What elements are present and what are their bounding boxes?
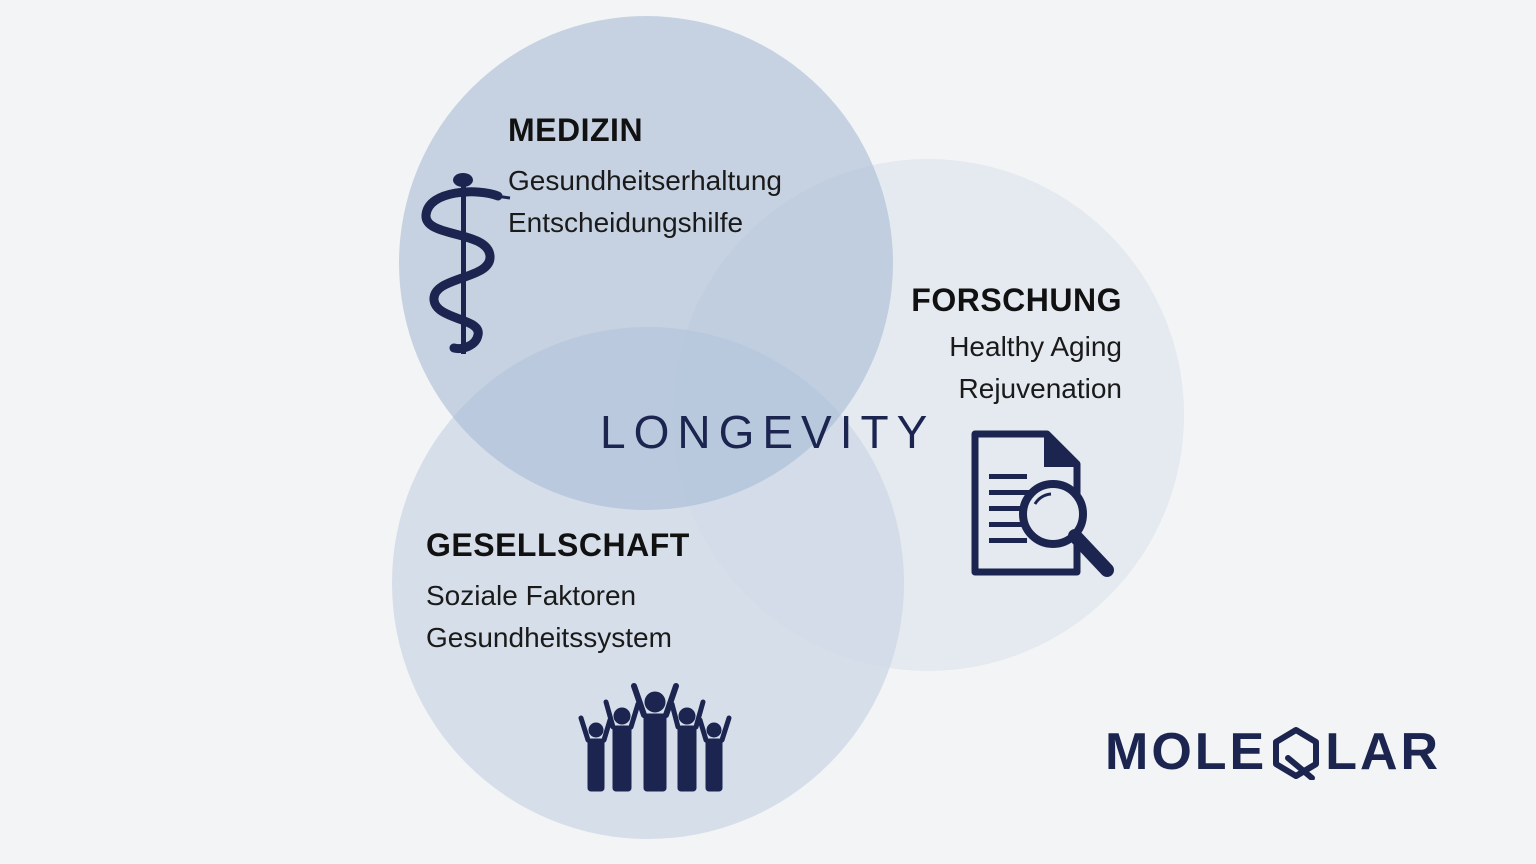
document-search-icon <box>971 430 1114 577</box>
logo-text-left: MOLE <box>1105 723 1268 781</box>
medizin-circle <box>399 16 893 510</box>
logo-text-right: LAR <box>1325 723 1442 781</box>
gesellschaft-title: GESELLSCHAFT <box>426 527 690 563</box>
center-title: LONGEVITY <box>600 406 936 458</box>
gesellschaft-item-2: Gesundheitssystem <box>426 622 672 653</box>
caduceus-icon <box>421 173 511 354</box>
medizin-item-2: Entscheidungshilfe <box>508 207 744 238</box>
forschung-title: FORSCHUNG <box>911 282 1122 318</box>
forschung-item-2: Rejuvenation <box>958 373 1122 404</box>
gesellschaft-label: GESELLSCHAFT Soziale Faktoren Gesundheit… <box>426 527 690 659</box>
forschung-item-1: Healthy Aging <box>949 331 1122 362</box>
medizin-item-1: Gesundheitserhaltung <box>508 165 782 196</box>
people-group-icon <box>578 683 732 792</box>
logo-q-mark-icon <box>1273 727 1320 780</box>
forschung-label: FORSCHUNG Healthy Aging Rejuvenation <box>860 282 1122 410</box>
medizin-title: MEDIZIN <box>508 112 644 148</box>
moleqlar-logo: MOLE LAR <box>1105 722 1441 782</box>
medizin-label: MEDIZIN Gesundheitserhaltung Entscheidun… <box>508 112 782 244</box>
gesellschaft-item-1: Soziale Faktoren <box>426 580 637 611</box>
